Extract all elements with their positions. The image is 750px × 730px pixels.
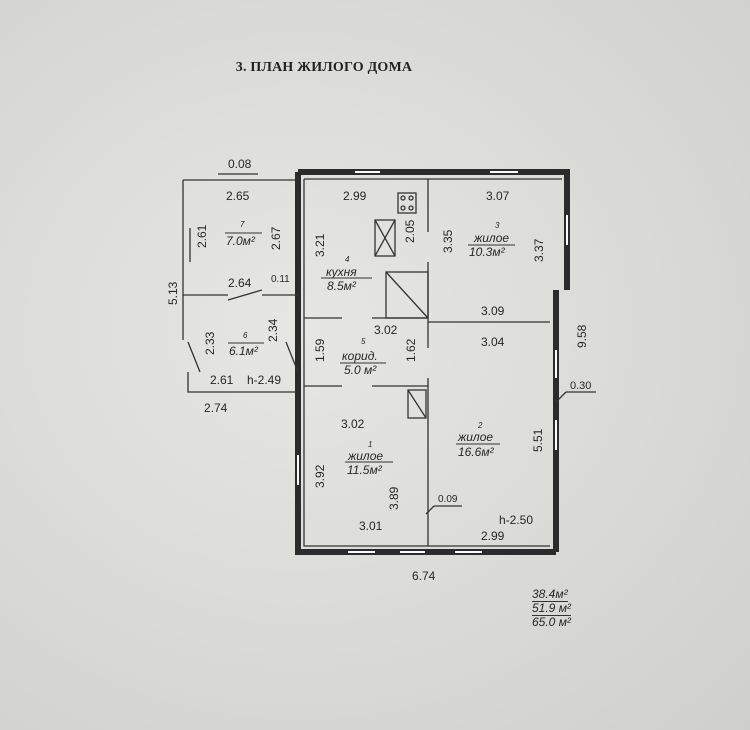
ext-wall-bottom xyxy=(187,372,298,393)
dim-r1-top: 3.02 xyxy=(341,417,365,431)
dim-ext-bottom: 2.74 xyxy=(204,401,228,415)
dim-r6-bottom: 2.61 xyxy=(210,373,234,387)
room-2-area: 16.6м² xyxy=(458,445,495,459)
room-4-number: 4 xyxy=(345,255,350,264)
interior-partitions xyxy=(304,179,550,546)
ext-door-bottom xyxy=(187,341,201,373)
dim-r1-right: 3.89 xyxy=(387,486,401,510)
dim-r3-bottom: 3.09 xyxy=(481,304,505,318)
dim-house-right: 9.58 xyxy=(575,324,589,348)
chimney-cross xyxy=(374,219,396,257)
room-1-name: жилое xyxy=(347,449,383,463)
dim-r2-height: h-2.50 xyxy=(499,513,533,527)
total-useful-area: 51.9 м² xyxy=(532,601,571,616)
room1-stove xyxy=(407,389,427,419)
ext-door-main xyxy=(285,341,299,373)
room-labels: 7 7.0м² 6 6.1м² 4 кухня 8.5м² 5 корид. 5… xyxy=(226,220,509,477)
dim-r6-right: 2.34 xyxy=(266,318,280,342)
dim-r7-left: 2.61 xyxy=(195,224,209,248)
room-1-area: 11.5м² xyxy=(347,463,383,477)
dim-r6-height: h-2.49 xyxy=(247,373,281,387)
room-4-area: 8.5м² xyxy=(327,279,357,293)
dim-r3-right: 3.37 xyxy=(532,238,546,262)
room-3-area: 10.3м² xyxy=(469,245,506,259)
plan-title: 3. ПЛАН ЖИЛОГО ДОМА xyxy=(235,60,413,75)
stove-diagonal xyxy=(385,271,429,319)
dim-kitchen-bottom: 3.02 xyxy=(374,323,398,337)
extension-walls xyxy=(182,173,299,393)
chimney xyxy=(374,219,396,257)
dim-r6-left: 2.33 xyxy=(203,331,217,355)
room-1-number: 1 xyxy=(368,440,372,449)
room1-stove-diagonal xyxy=(407,389,427,419)
room-5-number: 5 xyxy=(361,337,366,346)
dim-r2-top: 3.04 xyxy=(481,335,505,349)
burner-icon xyxy=(408,195,414,201)
dim-r7-bottom: 2.64 xyxy=(228,276,252,290)
room-6-number: 6 xyxy=(243,331,248,340)
burner-icon xyxy=(400,195,406,201)
room-3-name: жилое xyxy=(473,231,509,245)
outer-wall-left-bottom xyxy=(295,172,556,555)
total-area: 65.0 м² xyxy=(532,615,571,629)
room-5-name: корид. xyxy=(342,349,378,363)
dimension-labels: 0.08 2.65 2.61 2.67 5.13 2.64 0.11 2.33 … xyxy=(166,157,596,583)
cooktop xyxy=(397,192,417,214)
area-totals: 38.4м² 51.9 м² 65.0 м² xyxy=(532,588,592,629)
dim-r7-top: 2.65 xyxy=(226,189,250,203)
wall-thickness-arrow xyxy=(555,391,567,403)
dim-house-bottom: 6.74 xyxy=(412,569,436,583)
dim-kitchen-right: 3.35 xyxy=(441,229,455,253)
dim-ext-left-total: 5.13 xyxy=(166,281,180,305)
inner-wall-line xyxy=(303,178,562,547)
room-6-area: 6.1м² xyxy=(229,344,259,358)
dim-r1-left: 3.92 xyxy=(313,464,327,488)
room-7-area: 7.0м² xyxy=(226,234,256,248)
dim-kitchen-left: 3.21 xyxy=(313,233,327,257)
room-7-number: 7 xyxy=(240,220,245,229)
stove xyxy=(385,271,429,319)
partition-arrow xyxy=(425,505,435,515)
room-2-name: жилое xyxy=(457,430,493,444)
burner-icon xyxy=(400,205,406,211)
dim-ext-small: 0.11 xyxy=(271,274,290,285)
room-5-area: 5.0 м² xyxy=(344,363,377,377)
dim-r7-right: 2.67 xyxy=(269,226,283,250)
room-3-number: 3 xyxy=(495,221,500,230)
dim-partition: 0.09 xyxy=(438,494,458,505)
dim-wall-thickness: 0.30 xyxy=(570,380,591,392)
main-walls xyxy=(295,169,570,555)
dim-kitchen-inner: 2.05 xyxy=(403,219,417,243)
window-marks xyxy=(297,171,568,553)
dim-r3-top: 3.07 xyxy=(486,189,510,203)
dim-corridor-right: 1.62 xyxy=(404,338,418,362)
dim-corridor-left: 1.59 xyxy=(313,338,327,362)
room-2-number: 2 xyxy=(477,421,483,430)
dim-r1-bottom: 3.01 xyxy=(359,519,383,533)
room-underlines xyxy=(225,232,515,463)
room-4-name: кухня xyxy=(326,265,357,279)
total-living-area: 38.4м² xyxy=(532,587,568,602)
burner-icon xyxy=(408,205,414,211)
dim-r2-right: 5.51 xyxy=(531,428,545,452)
dim-kitchen-top: 2.99 xyxy=(343,189,367,203)
dim-r2-bottom: 2.99 xyxy=(481,529,505,543)
dim-ext-top: 0.08 xyxy=(228,157,252,171)
outer-wall-right xyxy=(553,172,570,552)
ext-door-swing xyxy=(227,289,263,301)
